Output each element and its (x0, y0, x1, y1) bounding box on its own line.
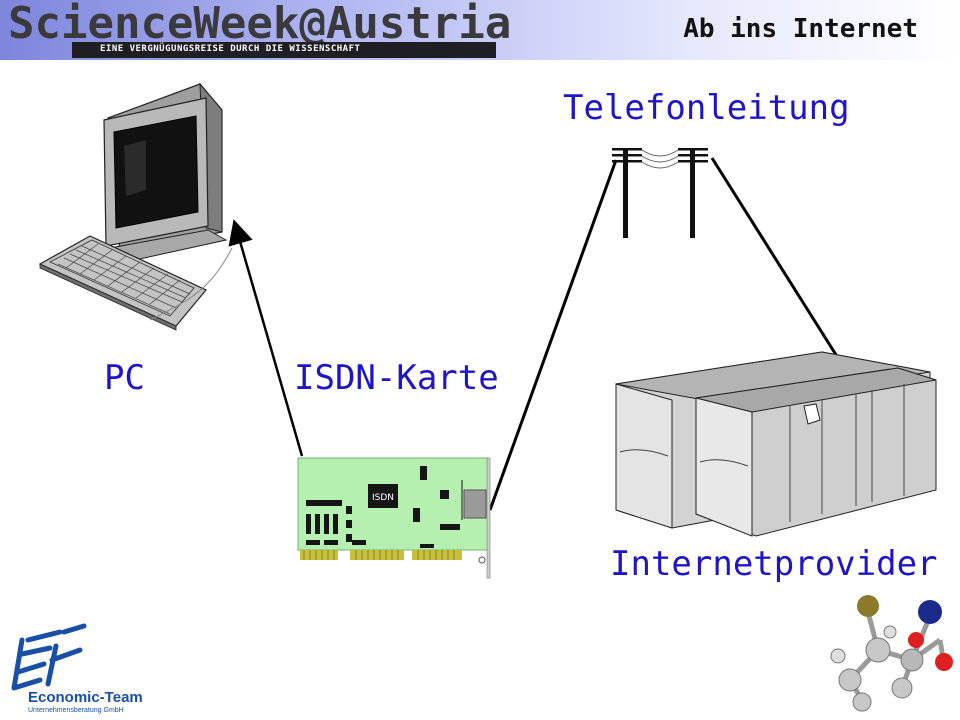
computer-icon (38, 82, 233, 331)
label-pc: PC (104, 358, 145, 398)
company-name: Economic-Team (28, 689, 143, 706)
label-isdn-card: ISDN-Karte (294, 358, 499, 398)
scienceweek-logo-subtitle: EINE VERGNÜGUNGSREISE DURCH DIE WISSENSC… (100, 44, 361, 54)
label-telephone-line: Telefonleitung (563, 88, 850, 128)
pole-to-provider-line (710, 157, 840, 359)
slide-title: Ab ins Internet (683, 14, 918, 44)
isdn-chip-label: ISDN (372, 493, 394, 503)
card-to-pole-line (488, 159, 618, 511)
card-to-pc-arrow (228, 219, 304, 457)
molecule-icon (830, 595, 953, 712)
telephone-pole-icon (612, 148, 708, 238)
logo-strip (72, 42, 496, 58)
label-internet-provider: Internetprovider (610, 544, 938, 584)
server-icon (615, 351, 937, 537)
economic-team-logo-icon (11, 623, 87, 691)
company-subtitle: Unternehmensberatung GmbH (28, 707, 124, 714)
scienceweek-logo-title: ScienceWeek@Austria (8, 0, 512, 49)
isdn-card-icon (297, 457, 491, 579)
